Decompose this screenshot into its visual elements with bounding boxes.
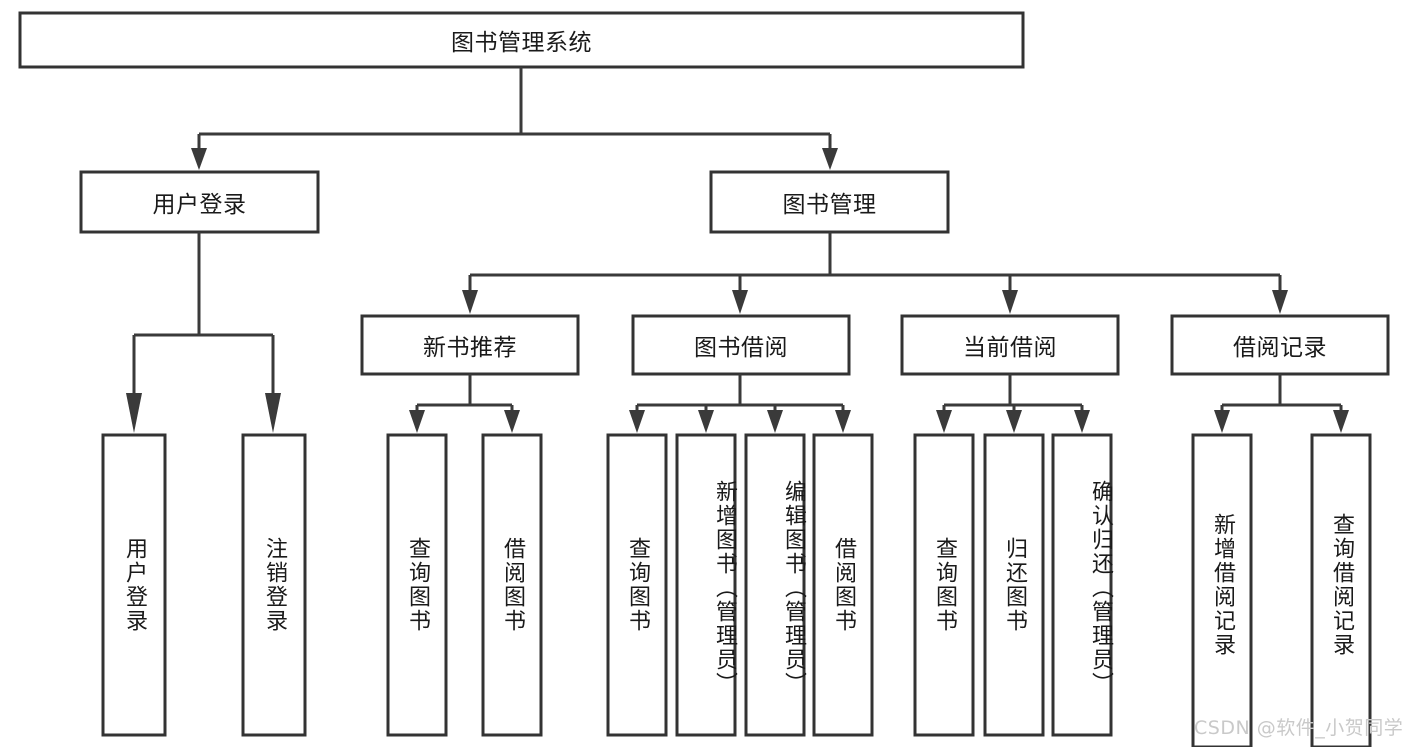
node-box-borrow-record[interactable] <box>1170 314 1390 376</box>
node-box-user-login[interactable] <box>79 170 320 234</box>
watermark-text: CSDN @软件_小贺同学 <box>1194 717 1404 739</box>
arrow-head-leaf-borrow-record-1 <box>1333 410 1349 433</box>
connector-book-management-to-level3 <box>468 232 1282 292</box>
arrow-head-leaf-book-borrow-0 <box>629 410 645 433</box>
node-box-root[interactable] <box>18 11 1025 69</box>
leaf-box-user-login-0[interactable] <box>101 433 167 737</box>
arrow-head-new-book-recommend <box>462 290 478 314</box>
connector-borrow-record-to-leaves <box>1220 374 1343 412</box>
leaf-box-book-borrow-0[interactable] <box>606 433 668 737</box>
arrow-head-leaf-user-login-0 <box>126 393 142 433</box>
node-box-book-management[interactable] <box>709 170 950 234</box>
connector-current-borrow-to-leaves <box>942 374 1084 412</box>
leaf-box-new-book-0[interactable] <box>386 433 448 737</box>
leaf-box-book-borrow-3[interactable] <box>812 433 874 737</box>
node-box-book-borrow[interactable] <box>631 314 851 376</box>
leaf-box-new-book-1[interactable] <box>481 433 543 737</box>
connector-root-to-level2 <box>197 67 832 150</box>
arrow-head-current-borrow <box>1002 290 1018 314</box>
arrow-head-leaf-user-login-1 <box>265 393 281 433</box>
leaf-box-current-borrow-0[interactable] <box>913 433 975 737</box>
arrow-head-leaf-book-borrow-2 <box>767 410 783 433</box>
arrow-head-leaf-new-book-0 <box>409 410 425 433</box>
arrow-head-leaf-new-book-1 <box>504 410 520 433</box>
leaf-box-borrow-record-1[interactable] <box>1310 433 1372 747</box>
node-box-new-book-recommend[interactable] <box>360 314 580 376</box>
leaf-box-user-login-1[interactable] <box>241 433 307 737</box>
arrow-head-leaf-borrow-record-0 <box>1214 410 1230 433</box>
leaf-box-borrow-record-0[interactable] <box>1191 433 1253 747</box>
arrow-head-user-login <box>191 148 207 170</box>
leaf-box-current-borrow-2[interactable] <box>1051 433 1113 737</box>
arrow-head-leaf-book-borrow-1 <box>698 410 714 433</box>
leaf-box-book-borrow-1[interactable] <box>675 433 737 737</box>
arrow-head-leaf-book-borrow-3 <box>835 410 851 433</box>
arrow-head-leaf-current-borrow-1 <box>1006 410 1022 433</box>
leaf-box-current-borrow-1[interactable] <box>983 433 1045 737</box>
connector-user-login-to-leaves <box>132 232 275 395</box>
arrow-head-borrow-record <box>1272 290 1288 314</box>
node-box-current-borrow[interactable] <box>900 314 1120 376</box>
arrow-head-book-management <box>822 148 838 170</box>
arrow-head-leaf-current-borrow-2 <box>1074 410 1090 433</box>
connector-book-borrow-to-leaves <box>635 374 845 412</box>
connector-new-book-to-leaves <box>415 374 514 412</box>
arrow-head-leaf-current-borrow-0 <box>936 410 952 433</box>
leaf-box-book-borrow-2[interactable] <box>744 433 806 737</box>
arrow-head-book-borrow <box>732 290 748 314</box>
